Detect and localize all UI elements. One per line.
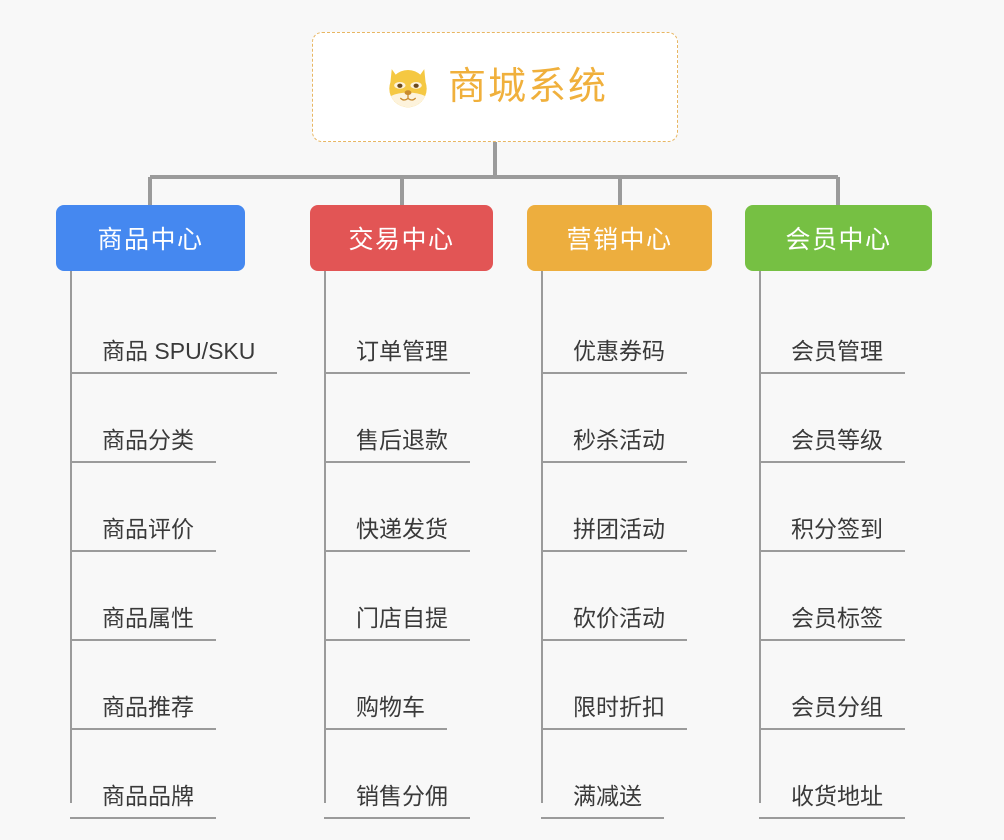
leaf-item[interactable]: 会员标签 xyxy=(745,552,932,641)
leaf-item[interactable]: 售后退款 xyxy=(310,374,493,463)
leaf-item-label: 满减送 xyxy=(541,782,664,819)
leaf-item-label: 砍价活动 xyxy=(541,604,687,641)
branch-column-1: 交易中心 订单管理 售后退款 快递发货 门店自提 购物车 销售分佣 xyxy=(310,205,493,819)
leaf-item[interactable]: 快递发货 xyxy=(310,463,493,552)
leaf-item[interactable]: 会员管理 xyxy=(745,285,932,374)
leaf-item[interactable]: 销售分佣 xyxy=(310,730,493,819)
branch-spine xyxy=(70,271,72,803)
leaf-item-label: 快递发货 xyxy=(324,515,470,552)
leaf-item[interactable]: 秒杀活动 xyxy=(527,374,712,463)
leaf-item-label: 商品属性 xyxy=(70,604,216,641)
branch-column-0: 商品中心 商品 SPU/SKU 商品分类 商品评价 商品属性 商品推荐 商品品牌 xyxy=(56,205,278,819)
leaf-item-label: 商品推荐 xyxy=(70,693,216,730)
leaf-item[interactable]: 拼团活动 xyxy=(527,463,712,552)
leaf-item[interactable]: 门店自提 xyxy=(310,552,493,641)
branch-header-label: 营销中心 xyxy=(566,226,673,254)
branch-header-label: 商品中心 xyxy=(97,226,204,254)
leaf-item-label: 门店自提 xyxy=(324,604,470,641)
leaf-item[interactable]: 订单管理 xyxy=(310,285,493,374)
branch-column-2: 营销中心 优惠券码 秒杀活动 拼团活动 砍价活动 限时折扣 满减送 xyxy=(527,205,712,819)
root-title: 商城系统 xyxy=(447,66,608,108)
branch-spine xyxy=(541,271,543,803)
branch-header-label: 会员中心 xyxy=(785,226,892,254)
leaf-item-label: 商品 SPU/SKU xyxy=(70,337,278,374)
leaf-item[interactable]: 商品 SPU/SKU xyxy=(56,285,278,374)
leaf-item[interactable]: 购物车 xyxy=(310,641,493,730)
leaf-list-3: 会员管理 会员等级 积分签到 会员标签 会员分组 收货地址 xyxy=(745,271,932,819)
branch-spine xyxy=(759,271,761,803)
leaf-item-label: 订单管理 xyxy=(324,337,470,374)
leaf-item[interactable]: 收货地址 xyxy=(745,730,932,819)
leaf-item[interactable]: 满减送 xyxy=(527,730,712,819)
leaf-item-label: 商品品牌 xyxy=(70,782,216,819)
leaf-item[interactable]: 商品评价 xyxy=(56,463,277,552)
branch-header-2[interactable]: 营销中心 xyxy=(527,205,712,271)
leaf-list-2: 优惠券码 秒杀活动 拼团活动 砍价活动 限时折扣 满减送 xyxy=(527,271,712,819)
leaf-item-label: 拼团活动 xyxy=(541,515,687,552)
leaf-item-label: 积分签到 xyxy=(759,515,905,552)
leaf-item[interactable]: 优惠券码 xyxy=(527,285,712,374)
leaf-item-label: 会员等级 xyxy=(759,426,905,463)
leaf-item-label: 售后退款 xyxy=(324,426,470,463)
leaf-item[interactable]: 商品属性 xyxy=(56,552,277,641)
leaf-item[interactable]: 会员分组 xyxy=(745,641,932,730)
leaf-item-label: 会员分组 xyxy=(759,693,905,730)
leaf-item-label: 优惠券码 xyxy=(541,337,687,374)
leaf-item-label: 收货地址 xyxy=(759,782,905,819)
leaf-list-1: 订单管理 售后退款 快递发货 门店自提 购物车 销售分佣 xyxy=(310,271,493,819)
branch-header-1[interactable]: 交易中心 xyxy=(310,205,493,271)
leaf-item[interactable]: 积分签到 xyxy=(745,463,932,552)
leaf-item[interactable]: 限时折扣 xyxy=(527,641,712,730)
leaf-item-label: 销售分佣 xyxy=(324,782,470,819)
leaf-item-label: 限时折扣 xyxy=(541,693,687,730)
dog-face-icon xyxy=(389,69,427,108)
branch-header-3[interactable]: 会员中心 xyxy=(745,205,932,271)
leaf-item[interactable]: 商品分类 xyxy=(56,374,277,463)
branch-spine xyxy=(324,271,326,803)
leaf-item-label: 商品评价 xyxy=(70,515,216,552)
leaf-item[interactable]: 砍价活动 xyxy=(527,552,712,641)
leaf-item[interactable]: 会员等级 xyxy=(745,374,932,463)
leaf-item-label: 商品分类 xyxy=(70,426,216,463)
branch-header-0[interactable]: 商品中心 xyxy=(56,205,245,271)
branch-header-label: 交易中心 xyxy=(348,226,455,254)
branch-column-3: 会员中心 会员管理 会员等级 积分签到 会员标签 会员分组 收货地址 xyxy=(745,205,932,819)
leaf-item[interactable]: 商品推荐 xyxy=(56,641,277,730)
leaf-item-label: 购物车 xyxy=(324,693,447,730)
root-node[interactable]: 商城系统 xyxy=(312,32,678,142)
leaf-list-0: 商品 SPU/SKU 商品分类 商品评价 商品属性 商品推荐 商品品牌 xyxy=(56,271,278,819)
leaf-item-label: 秒杀活动 xyxy=(541,426,687,463)
leaf-item-label: 会员标签 xyxy=(759,604,905,641)
leaf-item[interactable]: 商品品牌 xyxy=(56,730,277,819)
leaf-item-label: 会员管理 xyxy=(759,337,905,374)
